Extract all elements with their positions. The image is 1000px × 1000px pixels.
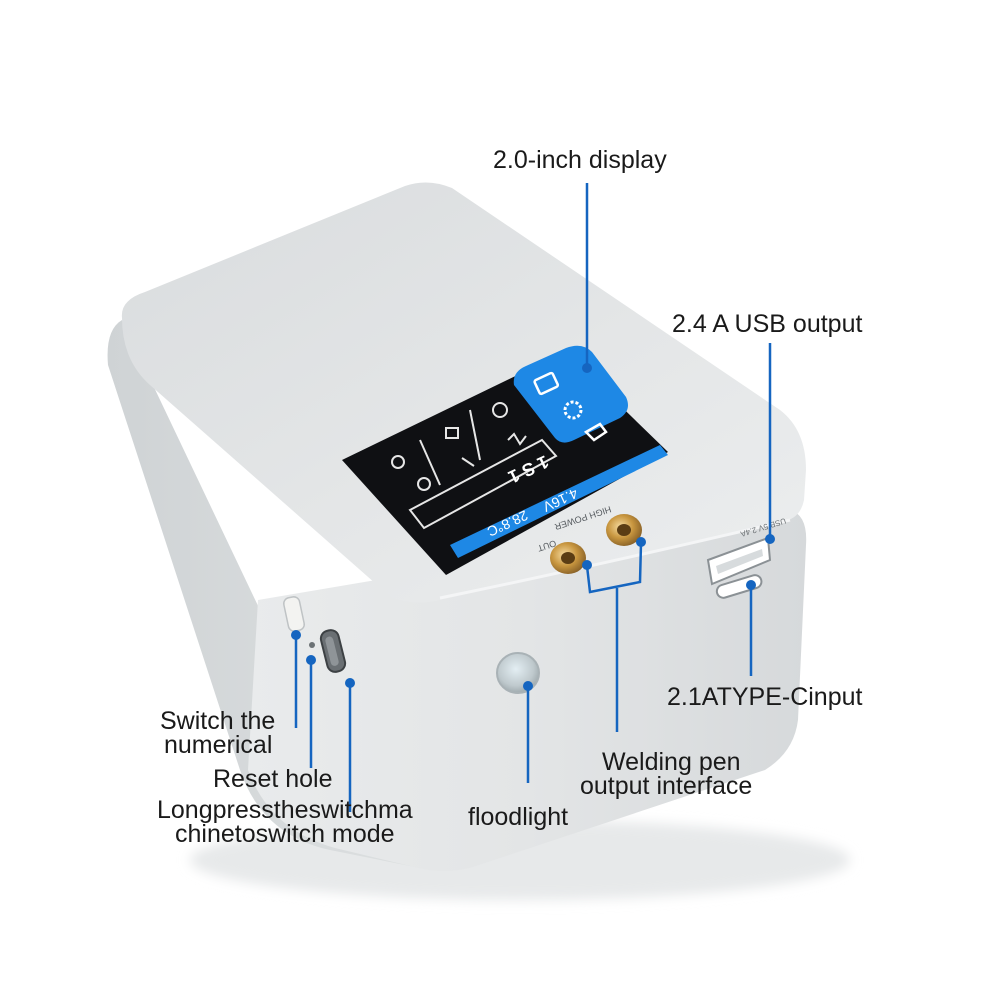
label-usb-output: 2.4 A USB output — [672, 310, 863, 338]
label-switch-numerical-1: Switch the — [160, 707, 276, 735]
label-long-press-2: chinetoswitch mode — [175, 820, 395, 848]
device-edge-highlight — [439, 518, 791, 600]
label-typec-input: 2.1ATYPE-Cinput — [667, 683, 863, 711]
label-reset-hole: Reset hole — [213, 765, 333, 793]
layers-icon — [445, 427, 459, 439]
leader-dot-reset — [306, 655, 316, 665]
mode-box — [408, 438, 558, 530]
terminal-right-hole — [617, 524, 631, 536]
mode-switch-button-face — [325, 636, 339, 666]
leader-dot-usb — [765, 534, 775, 544]
leader-dot-floodlight — [523, 681, 533, 691]
label-switch-numerical-2: numerical — [164, 731, 273, 759]
wave-icon — [507, 432, 527, 446]
leader-line-welding — [585, 542, 643, 732]
leader-dot-welding-right — [636, 537, 646, 547]
wrench-icon — [461, 457, 475, 467]
screen-grid-line — [419, 439, 441, 486]
leader-dot-mode — [345, 678, 355, 688]
terminal-left-hole — [561, 552, 575, 564]
lamp-icon — [391, 455, 405, 469]
usb-a-port-tongue — [716, 549, 763, 574]
side-controls — [283, 596, 347, 673]
label-floodlight: floodlight — [468, 803, 569, 831]
screen-grid-line — [469, 409, 481, 461]
timer-icon — [492, 402, 508, 418]
gear-icon — [563, 400, 583, 420]
label-welding-pen-2: output interface — [580, 772, 753, 800]
screen-status-bar — [450, 445, 668, 558]
screen-menu-panel — [513, 345, 628, 443]
leader-dot-welding-left — [582, 560, 592, 570]
record-icon — [417, 477, 431, 491]
label-display: 2.0-inch display — [493, 146, 667, 174]
display-screen: 4.16V 28.8°C 1 S 1 — [342, 345, 668, 575]
leader-dot-typec — [746, 580, 756, 590]
folder-icon — [583, 422, 608, 442]
device-top-face — [121, 182, 806, 603]
monitor-icon — [533, 371, 560, 396]
reset-hole — [309, 642, 315, 648]
label-long-press-1: Longpresstheswitchma — [157, 796, 413, 824]
leader-dot-switch — [291, 630, 301, 640]
label-welding-pen-1: Welding pen — [602, 748, 741, 776]
leader-dot-display — [582, 363, 592, 373]
